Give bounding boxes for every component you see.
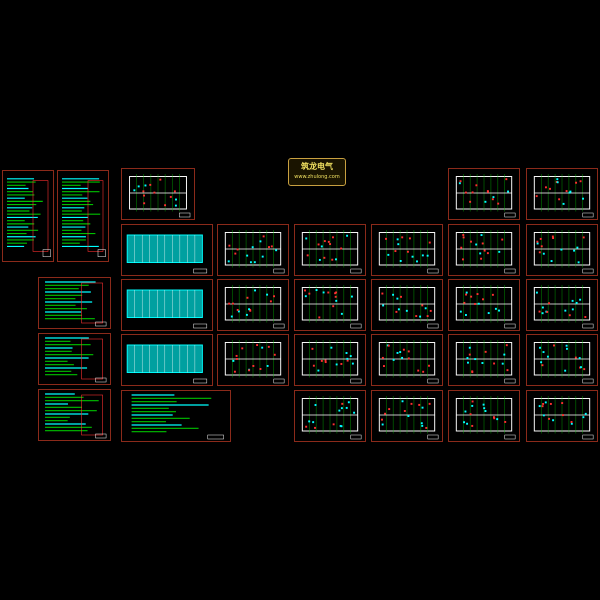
drawing-sheet-plan[interactable]: [526, 168, 598, 220]
sheet-drawing: [301, 395, 362, 440]
drawing-sheet-table[interactable]: [57, 170, 109, 262]
sheet-drawing: [224, 339, 285, 384]
sheet-drawing: [131, 394, 224, 440]
sheet-drawing: [533, 284, 594, 329]
drawing-sheet-plan[interactable]: [371, 224, 443, 276]
drawing-sheet-plan[interactable]: [526, 279, 598, 331]
drawing-sheet-plan[interactable]: [217, 224, 289, 276]
drawing-sheet-plan[interactable]: [294, 279, 366, 331]
drawing-sheet-schem[interactable]: [38, 389, 111, 441]
sheet-drawing: [533, 395, 594, 440]
sheet-drawing: [455, 284, 516, 329]
drawing-sheet-plan[interactable]: [294, 390, 366, 442]
sheet-drawing: [61, 178, 106, 257]
drawing-sheet-plan[interactable]: [371, 279, 443, 331]
drawing-sheet-plan[interactable]: [217, 334, 289, 386]
drawing-sheet-plan[interactable]: [448, 224, 520, 276]
sheet-drawing: [378, 284, 439, 329]
sheet-drawing: [224, 229, 285, 274]
sheet-drawing: [126, 344, 208, 384]
drawing-sheet-plan[interactable]: [448, 279, 520, 331]
drawing-sheet-plan[interactable]: [526, 334, 598, 386]
sheet-drawing: [45, 337, 107, 383]
sheet-drawing: [455, 173, 516, 218]
sheet-drawing: [301, 229, 362, 274]
logo-title: 筑龙电气: [301, 162, 333, 171]
drawing-sheet-schem[interactable]: [38, 277, 111, 329]
sheet-drawing: [455, 395, 516, 440]
sheet-drawing: [455, 339, 516, 384]
sheet-drawing: [126, 289, 208, 329]
drawing-sheet-plan[interactable]: [294, 334, 366, 386]
drawing-sheet-elev[interactable]: [121, 279, 213, 331]
drawing-sheet-schem[interactable]: [38, 333, 111, 385]
sheet-drawing: [533, 339, 594, 384]
drawing-sheet-plan[interactable]: [371, 390, 443, 442]
drawing-sheet-table[interactable]: [2, 170, 54, 262]
sheet-drawing: [45, 393, 107, 439]
sheet-drawing: [378, 339, 439, 384]
drawing-sheet-plan[interactable]: [448, 334, 520, 386]
sheet-drawing: [455, 229, 516, 274]
sheet-drawing: [301, 339, 362, 384]
sheet-drawing: [126, 234, 208, 274]
drawing-sheet-plan[interactable]: [217, 279, 289, 331]
drawing-sheet-plan[interactable]: [448, 390, 520, 442]
sheet-drawing: [301, 284, 362, 329]
drawing-sheet-plan[interactable]: [448, 168, 520, 220]
sheet-drawing: [378, 229, 439, 274]
drawing-sheet-elev[interactable]: [121, 334, 213, 386]
sheet-drawing: [6, 178, 51, 257]
drawing-sheet-plan[interactable]: [526, 224, 598, 276]
drawing-sheet-plan[interactable]: [121, 168, 195, 220]
zhulong-logo: 筑龙电气 www.zhulong.com: [288, 158, 346, 186]
sheet-drawing: [45, 281, 107, 327]
drawing-sheet-text[interactable]: [121, 390, 231, 442]
logo-url: www.zhulong.com: [294, 174, 340, 180]
sheet-drawing: [533, 173, 594, 218]
sheet-drawing: [533, 229, 594, 274]
drawing-sheet-elev[interactable]: [121, 224, 213, 276]
sheet-drawing: [378, 395, 439, 440]
sheet-drawing: [129, 173, 191, 218]
drawing-sheet-plan[interactable]: [294, 224, 366, 276]
drawing-sheet-plan[interactable]: [526, 390, 598, 442]
drawing-sheet-plan[interactable]: [371, 334, 443, 386]
sheet-drawing: [224, 284, 285, 329]
